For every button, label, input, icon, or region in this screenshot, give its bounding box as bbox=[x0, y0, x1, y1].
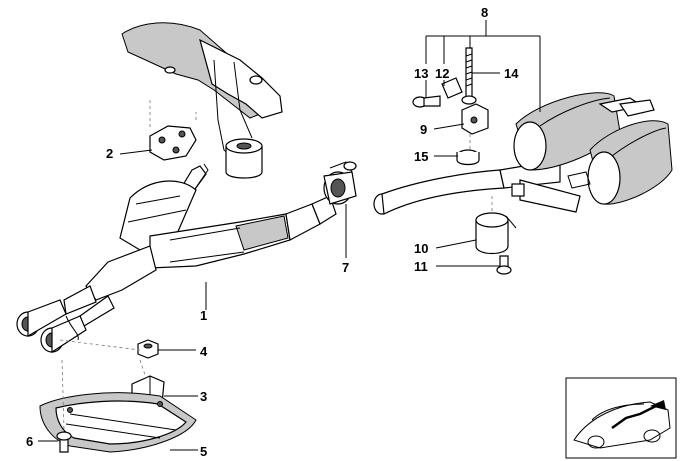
leader-lines bbox=[38, 20, 541, 451]
bolt-6 bbox=[56, 431, 72, 453]
bracket-part-2 bbox=[149, 125, 197, 161]
callout-2: 2 bbox=[106, 146, 113, 161]
grommet-15 bbox=[456, 149, 480, 166]
nut-4 bbox=[137, 339, 159, 359]
heat-shield-5 bbox=[39, 392, 197, 453]
callout-12: 12 bbox=[435, 66, 449, 81]
rear-muffler-assembly bbox=[373, 92, 673, 215]
vehicle-locator-thumbnail bbox=[565, 377, 677, 459]
front-exhaust-pipe bbox=[16, 163, 337, 354]
callout-11: 11 bbox=[414, 259, 428, 274]
stud-14 bbox=[461, 47, 477, 105]
rubber-mount bbox=[225, 138, 263, 179]
callout-labels: 1 2 3 4 5 6 7 8 9 10 11 12 13 14 15 bbox=[26, 5, 519, 459]
callout-9: 9 bbox=[420, 122, 427, 137]
washer-12 bbox=[441, 77, 463, 99]
callout-14: 14 bbox=[504, 66, 519, 81]
callout-3: 3 bbox=[200, 389, 207, 404]
pipe-clamp bbox=[323, 161, 357, 205]
callout-8: 8 bbox=[481, 5, 488, 20]
callout-13: 13 bbox=[414, 66, 428, 81]
rubber-hanger-9 bbox=[461, 103, 489, 135]
bolt-11 bbox=[496, 255, 512, 275]
callout-6: 6 bbox=[26, 434, 33, 449]
damper-cup-10 bbox=[475, 212, 517, 255]
callout-15: 15 bbox=[414, 149, 428, 164]
thumbnail-frame bbox=[565, 377, 677, 459]
callout-1: 1 bbox=[200, 308, 207, 323]
callout-5: 5 bbox=[200, 444, 207, 459]
callout-10: 10 bbox=[414, 241, 428, 256]
callout-7: 7 bbox=[342, 260, 349, 275]
bolt-13 bbox=[412, 95, 441, 108]
transmission-housing bbox=[121, 22, 283, 161]
callout-4: 4 bbox=[200, 344, 208, 359]
